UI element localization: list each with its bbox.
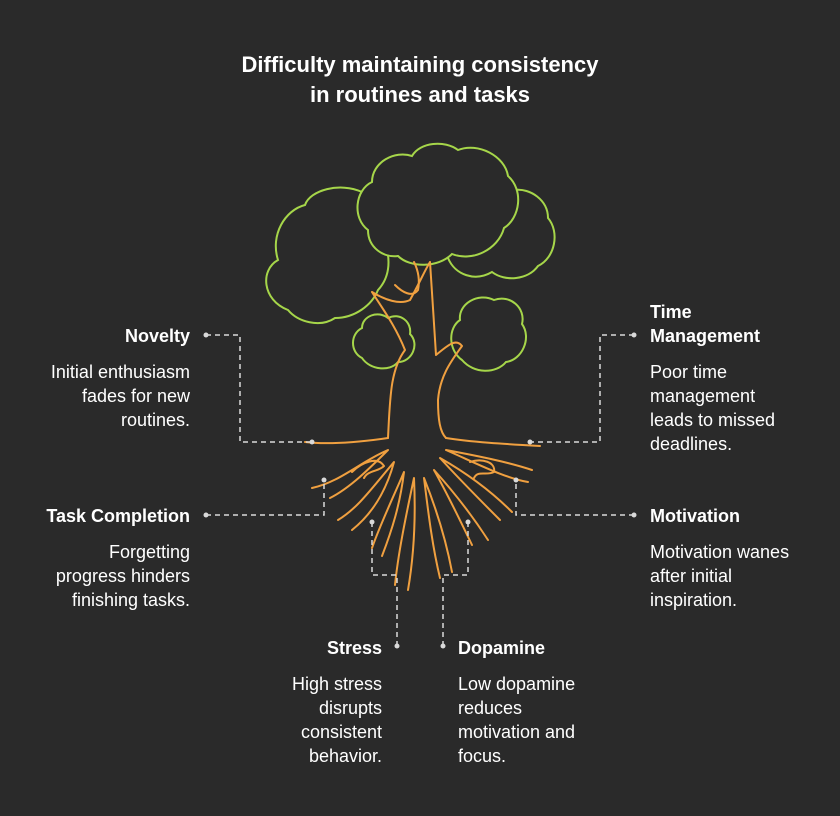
- small-bush-left: [352, 313, 416, 370]
- root-whorl-left: [351, 459, 385, 479]
- dot-time-management-root: [527, 439, 533, 445]
- dot-task-completion: [203, 512, 209, 518]
- dot-motivation: [631, 512, 637, 518]
- time-management-label: Time Management: [650, 300, 830, 348]
- stress-description: High stress disrupts consistent behavior…: [252, 672, 382, 768]
- dopamine-desc-line: focus.: [458, 746, 507, 766]
- foliage: [265, 142, 556, 372]
- connector-stress: [371, 522, 398, 646]
- dopamine-desc-line: motivation and: [458, 722, 576, 742]
- stress-label: Stress: [326, 638, 382, 658]
- diagram-title: Difficulty maintaining consistency in ro…: [0, 50, 840, 110]
- root-base: [304, 437, 541, 447]
- dot-novelty-root: [309, 439, 315, 445]
- motivation-label: Motivation: [650, 506, 740, 526]
- connector-dots: [203, 332, 637, 649]
- motivation-desc-line: Motivation wanes: [650, 542, 790, 562]
- stress-desc-line: High stress: [291, 674, 382, 694]
- dot-novelty: [203, 332, 209, 338]
- small-bush-right: [450, 296, 527, 372]
- root-whorl-right: [469, 459, 496, 479]
- time-management-desc-line: management: [650, 386, 756, 406]
- connector-time-management: [530, 334, 634, 443]
- title-line-1: Difficulty maintaining consistency: [241, 52, 599, 77]
- root-4: [394, 477, 416, 591]
- novelty-desc-line: fades for new: [81, 386, 190, 406]
- root-7: [439, 457, 513, 521]
- stress-desc-line: consistent: [300, 722, 382, 742]
- inner-branch: [394, 261, 420, 295]
- time-management-desc-line: leads to missed: [650, 410, 776, 430]
- dot-stress: [394, 643, 400, 649]
- root-3: [371, 471, 405, 557]
- time-management-desc-line: deadlines.: [650, 434, 733, 454]
- dot-stress-root: [369, 519, 375, 525]
- root-5: [423, 477, 453, 579]
- motivation-desc-line: inspiration.: [650, 590, 738, 610]
- root-1: [311, 449, 389, 499]
- novelty-label: Novelty: [124, 326, 190, 346]
- trunk-and-roots: [304, 261, 541, 591]
- novelty-desc-line: Initial enthusiasm: [50, 362, 190, 382]
- dopamine-desc-line: Low dopamine: [458, 674, 576, 694]
- connector-novelty: [206, 334, 312, 443]
- task-completion-desc-line: progress hinders: [55, 566, 190, 586]
- dopamine-label: Dopamine: [458, 638, 546, 658]
- dopamine-desc-line: reduces: [458, 698, 523, 718]
- task-completion-desc-line: Forgetting: [108, 542, 190, 562]
- motivation-desc-line: after initial: [650, 566, 733, 586]
- stress-desc-line: disrupts: [318, 698, 382, 718]
- task-completion-desc-line: finishing tasks.: [71, 590, 190, 610]
- dopamine-description: Low dopamine reduces motivation and focu…: [458, 672, 608, 768]
- dot-motivation-root: [513, 477, 519, 483]
- novelty-description: Initial enthusiasm fades for new routine…: [20, 360, 190, 432]
- root-8: [445, 449, 533, 483]
- novelty-desc-line: routines.: [120, 410, 190, 430]
- time-management-label-line: Time: [650, 302, 692, 322]
- connector-task-completion: [206, 480, 325, 516]
- motivation-description: Motivation wanes after initial inspirati…: [650, 540, 835, 612]
- connectors: [206, 334, 634, 646]
- connector-motivation: [515, 480, 634, 516]
- stress-desc-line: behavior.: [308, 746, 382, 766]
- root-6: [433, 469, 489, 546]
- title-line-2: in routines and tasks: [309, 82, 531, 107]
- task-completion-description: Forgetting progress hinders finishing ta…: [20, 540, 190, 612]
- time-management-label-line: Management: [650, 326, 761, 346]
- dot-dopamine: [440, 643, 446, 649]
- root-2: [337, 461, 395, 531]
- dot-time-management: [631, 332, 637, 338]
- dot-task-completion-root: [321, 477, 327, 483]
- trunk-outline: [371, 261, 463, 439]
- time-management-description: Poor time management leads to missed dea…: [650, 360, 830, 456]
- dot-dopamine-root: [465, 519, 471, 525]
- time-management-desc-line: Poor time: [650, 362, 728, 382]
- connector-dopamine: [442, 522, 469, 646]
- task-completion-label: Task Completion: [46, 506, 190, 526]
